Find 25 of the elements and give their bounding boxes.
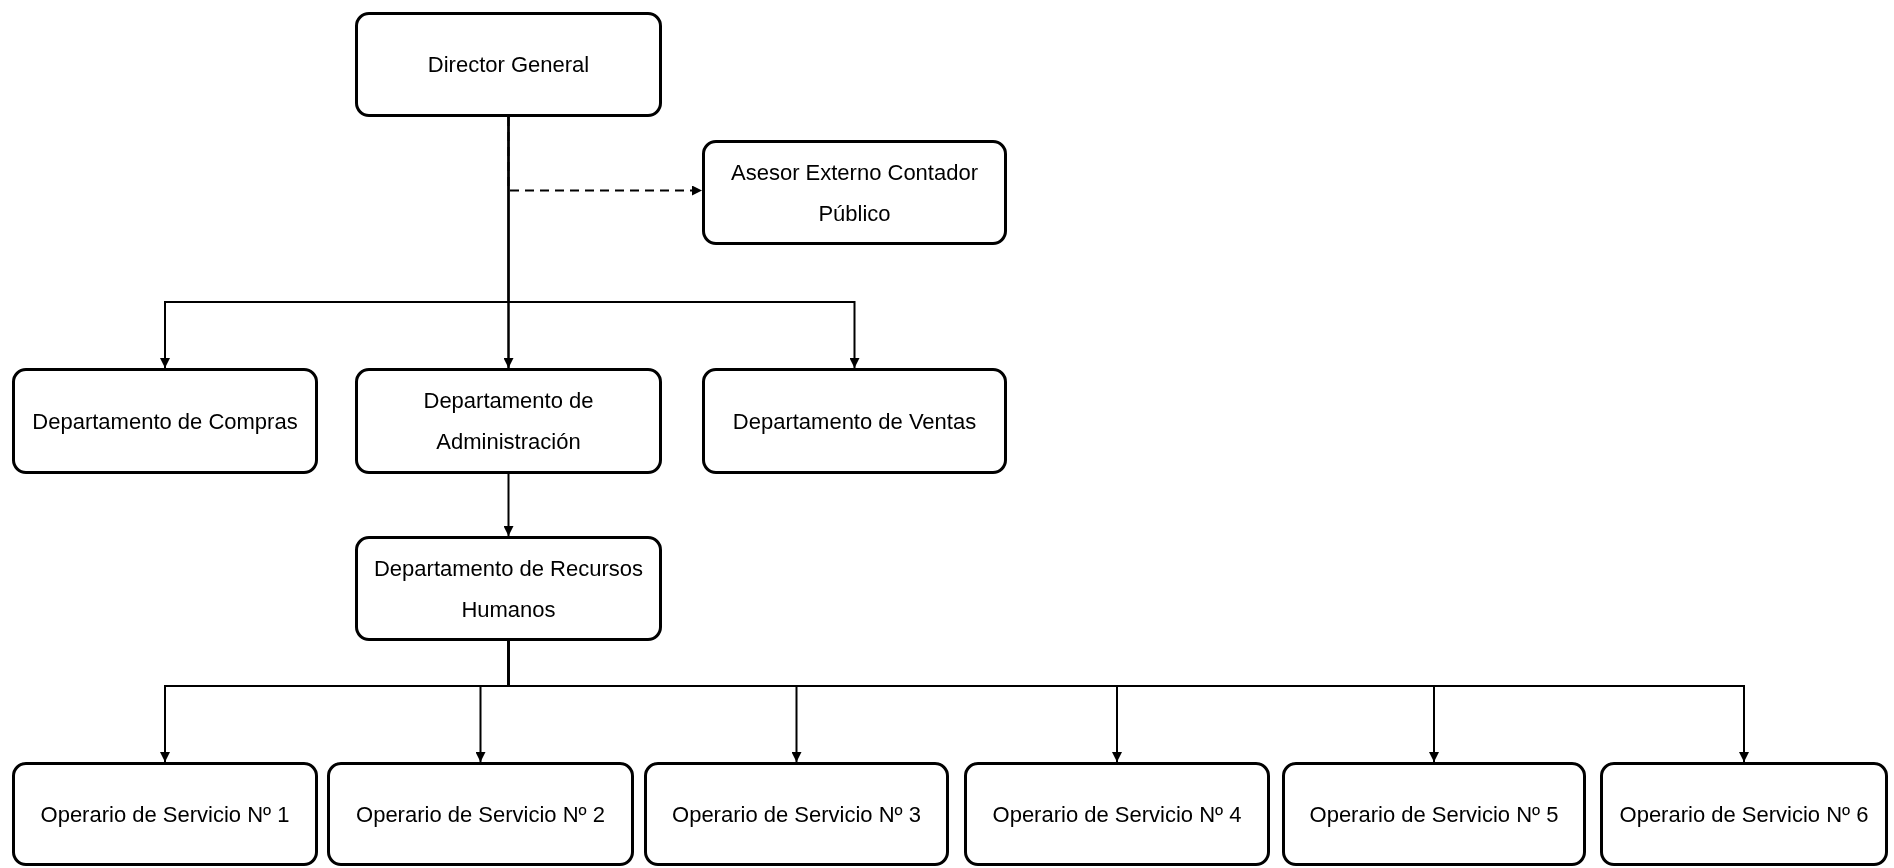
org-box — [12, 762, 318, 866]
box-label: Operario de Servicio Nº 2 — [356, 800, 605, 829]
connector-arrow — [507, 116, 860, 369]
box-label: Director General — [427, 51, 590, 79]
org-box — [702, 140, 1007, 245]
org-box — [964, 762, 1270, 866]
org-box — [644, 762, 949, 866]
org-box — [355, 536, 662, 641]
box-label: Operario de Servicio Nº 5 — [1309, 800, 1559, 829]
org-box — [327, 762, 634, 866]
org-box — [1600, 762, 1888, 866]
org-box — [702, 368, 1007, 474]
box-label: Departamento de Administración — [422, 387, 595, 456]
box-label: Operario de Servicio Nº 6 — [1619, 800, 1869, 829]
box-label: Operario de Servicio Nº 4 — [992, 800, 1242, 829]
box-label: Departamento de Compras — [32, 407, 298, 436]
org-box — [355, 368, 662, 474]
box-label: Asesor Externo Contador Público — [730, 158, 979, 228]
box-label: Departamento de Recursos Humanos — [373, 554, 644, 624]
box-label: Operario de Servicio Nº 1 — [40, 800, 290, 829]
box-label: Operario de Servicio Nº 3 — [672, 800, 921, 829]
org-box — [355, 12, 662, 117]
org-box — [1282, 762, 1586, 866]
box-label: Departamento de Ventas — [732, 407, 977, 436]
org-box — [12, 368, 318, 474]
